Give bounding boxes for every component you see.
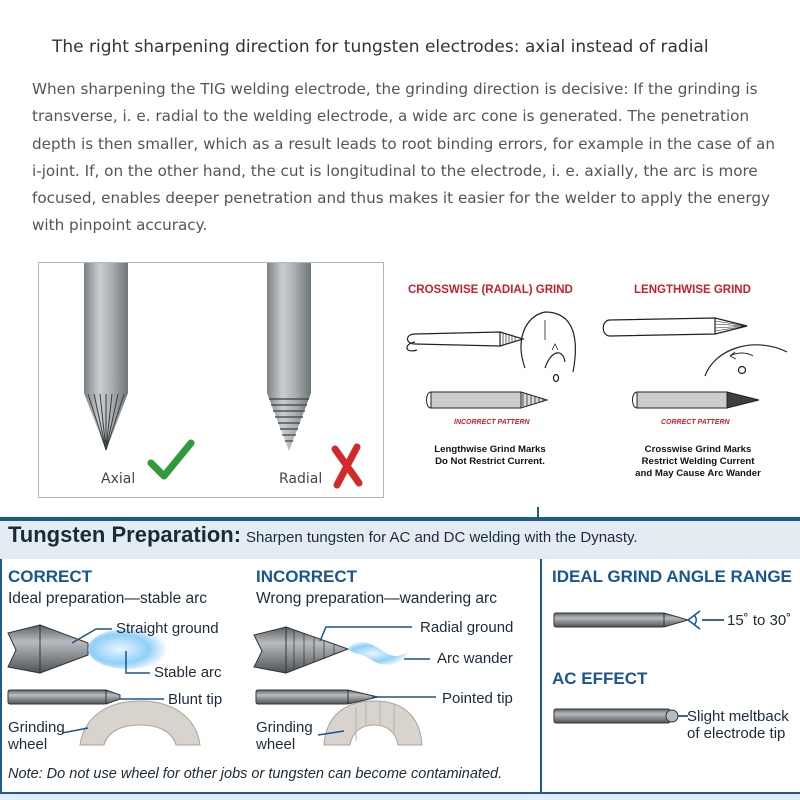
incorrect-heading: INCORRECT <box>256 567 358 586</box>
right-wheel <box>704 344 788 377</box>
correct-electrode <box>7 624 168 674</box>
ideal-range-value: 15˚ to 30˚ <box>727 612 792 629</box>
incorrect-wheel-label: Grinding wheel <box>256 719 313 753</box>
radial-grind-lines <box>269 398 309 442</box>
axial-label: Axial <box>101 471 136 487</box>
tungsten-prep-title: Tungsten Preparation: <box>8 522 242 547</box>
incorrect-desc: Wrong preparation—wandering arc <box>256 590 497 607</box>
electrode-illustration <box>84 263 363 489</box>
left-caption: Lengthwise Grind Marks Do Not Restrict C… <box>434 444 546 467</box>
radial-label: Radial <box>279 471 323 487</box>
left-electrode <box>414 331 501 347</box>
straight-ground-label: Straight ground <box>116 620 219 637</box>
tungsten-prep-subtitle: Sharpen tungsten for AC and DC welding w… <box>246 529 638 546</box>
axial-grind-lines <box>87 393 125 451</box>
correct-heading: CORRECT <box>8 567 93 586</box>
bottom-strip <box>0 794 800 800</box>
right-electrode <box>609 317 716 337</box>
body-line: i-joint. If, on the other hand, the cut … <box>32 161 758 180</box>
correct-wheel-label: Grinding wheel <box>8 719 65 753</box>
correct-desc: Ideal preparation—stable arc <box>8 590 208 607</box>
body-line: transverse, i. e. radial to the welding … <box>32 107 750 126</box>
incorrect-grinding <box>255 689 423 746</box>
ideal-angle-electrode <box>553 610 724 630</box>
check-icon <box>147 439 195 480</box>
body-line: focused, enables deeper penetration and … <box>32 189 771 208</box>
tungsten-prep-panel <box>0 559 800 794</box>
incorrect-pattern-rod <box>426 391 549 409</box>
divider <box>537 507 539 517</box>
lengthwise-title: LENGTHWISE GRIND <box>634 284 751 296</box>
panel-divider <box>540 559 542 794</box>
tungsten-prep-header <box>0 517 800 559</box>
left-wheel <box>520 311 576 373</box>
ideal-range-heading: IDEAL GRIND ANGLE RANGE <box>552 567 792 586</box>
arc-wander-label: Arc wander <box>437 650 513 667</box>
cross-icon <box>331 443 363 489</box>
body-line: depth is then smaller, which as a result… <box>32 134 775 153</box>
pointed-tip-label: Pointed tip <box>442 690 513 707</box>
ac-effect-heading: AC EFFECT <box>552 669 648 688</box>
axial-radial-figure: Axial Radial <box>38 262 384 498</box>
article-body: When sharpening the TIG welding electrod… <box>32 76 775 240</box>
stable-arc-label: Stable arc <box>154 664 222 681</box>
grind-direction-figure: CROSSWISE (RADIAL) GRIND LENGTHWISE GRIN… <box>395 280 800 485</box>
correct-pattern-rod <box>632 391 760 409</box>
body-line: with pinpoint accuracy. <box>32 216 208 235</box>
ac-effect-text: Slight meltback of electrode tip <box>687 708 789 742</box>
radial-ground-label: Radial ground <box>420 619 514 636</box>
ac-effect-electrode <box>553 708 688 724</box>
wandering-arc-glow <box>348 641 410 665</box>
correct-pattern-label: CORRECT PATTERN <box>661 419 730 426</box>
radial-tip <box>267 393 311 451</box>
right-caption: Crosswise Grind Marks Restrict Welding C… <box>635 444 761 479</box>
radial-rod <box>267 263 311 393</box>
axial-rod <box>84 263 128 393</box>
grind-illustration <box>406 311 788 409</box>
incorrect-pattern-label: INCORRECT PATTERN <box>454 419 530 426</box>
contamination-note: Note: Do not use wheel for other jobs or… <box>8 766 503 782</box>
stable-arc-glow <box>88 629 168 669</box>
tungsten-prep-illustration <box>7 610 724 746</box>
article-headline: The right sharpening direction for tungs… <box>52 37 709 57</box>
incorrect-electrode <box>253 626 410 674</box>
angle-indicator-icon <box>686 610 701 630</box>
crosswise-title: CROSSWISE (RADIAL) GRIND <box>408 284 573 296</box>
correct-grinding <box>7 689 201 746</box>
blunt-tip-label: Blunt tip <box>168 691 223 708</box>
body-line: When sharpening the TIG welding electrod… <box>32 80 758 98</box>
